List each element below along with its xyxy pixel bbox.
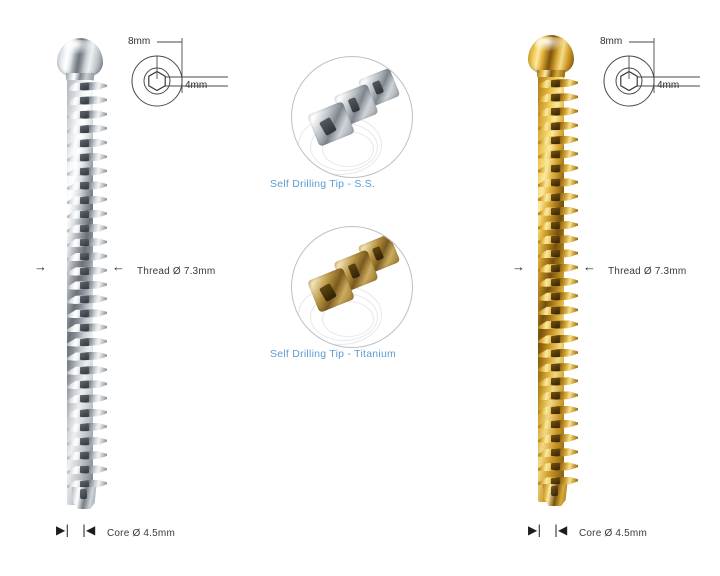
core-diameter-label-ss: Core Ø 4.5mm bbox=[107, 528, 175, 539]
screw-shaft-stainless bbox=[67, 80, 93, 505]
screw-tip-stainless bbox=[67, 487, 101, 509]
thread-arrow-left-ss: → bbox=[34, 259, 47, 274]
head-highlight bbox=[535, 37, 567, 52]
thread-diameter-label-ss: Thread Ø 7.3mm bbox=[137, 266, 216, 277]
tip-cluster-ss bbox=[304, 67, 402, 157]
tip-flute bbox=[80, 489, 87, 499]
screw-neck-titanium bbox=[537, 70, 565, 80]
thread-arrow-right-ss: ← bbox=[112, 259, 125, 274]
screw-neck-stainless bbox=[66, 73, 94, 83]
thread-arrow-right-ti: ← bbox=[583, 259, 596, 274]
core-tick-right-ti: |◀ bbox=[554, 523, 568, 537]
screw-shaft-titanium bbox=[538, 77, 564, 502]
hex-socket-diagram-ti: 8mm 4mm bbox=[592, 33, 702, 113]
hex-inner-dim-label-ti: 4mm bbox=[657, 80, 680, 91]
hex-outer-dim-label-ti: 8mm bbox=[600, 36, 623, 47]
tip-flute bbox=[551, 486, 558, 496]
hex-inner-dim-label-ss: 4mm bbox=[185, 80, 208, 91]
hex-socket-diagram-ss: 8mm 4mm bbox=[120, 33, 230, 113]
hex-socket-drawing bbox=[603, 38, 700, 107]
inset-caption-ss: Self Drilling Tip - S.S. bbox=[270, 178, 376, 190]
inset-circle-titanium bbox=[291, 226, 413, 348]
core-diameter-label-ti: Core Ø 4.5mm bbox=[579, 528, 647, 539]
inset-caption-titanium: Self Drilling Tip - Titanium bbox=[270, 348, 397, 360]
thread-diameter-label-ti: Thread Ø 7.3mm bbox=[608, 266, 687, 277]
core-tick-left-ss: ▶| bbox=[56, 523, 70, 537]
inset-circle-ss bbox=[291, 56, 413, 178]
core-tick-right-ss: |◀ bbox=[82, 523, 96, 537]
hex-socket-drawing bbox=[131, 38, 228, 107]
head-highlight bbox=[64, 40, 96, 55]
ripple-line bbox=[322, 301, 374, 337]
tip-cluster-titanium bbox=[304, 233, 402, 323]
screw-tip-titanium bbox=[538, 484, 572, 506]
core-tick-left-ti: ▶| bbox=[528, 523, 542, 537]
hex-outer-dim-label-ss: 8mm bbox=[128, 36, 151, 47]
thread-arrow-left-ti: → bbox=[512, 259, 525, 274]
screw-head-stainless bbox=[57, 38, 103, 78]
screw-head-titanium bbox=[528, 35, 574, 75]
